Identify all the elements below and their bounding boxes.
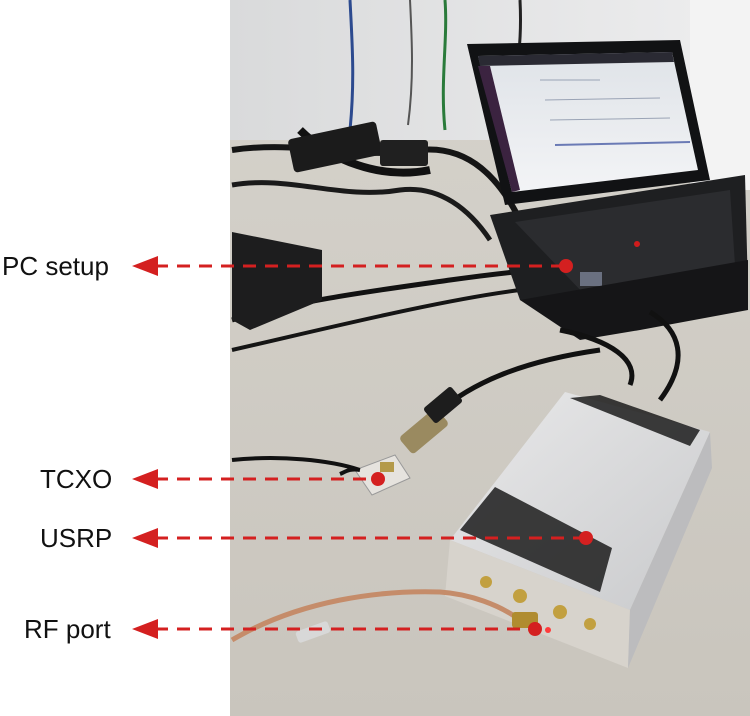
laptop-stand <box>520 260 748 340</box>
power-strip <box>288 121 382 173</box>
annotation-pc-setup <box>132 256 573 276</box>
dot-icon <box>528 622 542 636</box>
dot-icon <box>579 531 593 545</box>
sma-port <box>513 589 527 603</box>
label-usrp: USRP <box>40 523 113 553</box>
laptop-sticker <box>580 272 602 286</box>
trackpoint <box>634 241 640 247</box>
annotation-tcxo <box>132 469 385 489</box>
sma-port <box>584 618 596 630</box>
dot-icon <box>371 472 385 486</box>
rf-cable <box>230 589 522 643</box>
arrowhead-icon <box>132 256 158 276</box>
usrp-top <box>450 392 710 610</box>
closed-laptop <box>232 232 322 330</box>
label-tcxo: TCXO <box>40 464 113 494</box>
usrp-fins-back <box>570 395 700 446</box>
usrp-front <box>445 540 630 668</box>
label-rf-port: RF port <box>24 614 111 644</box>
label-pc-setup: PC setup <box>2 251 109 281</box>
arrowhead-icon <box>132 469 158 489</box>
annotation-rf-port <box>132 619 542 639</box>
sma-port <box>480 576 492 588</box>
sma-port <box>553 605 567 619</box>
arrowhead-icon <box>132 619 158 639</box>
led <box>545 627 551 633</box>
dot-icon <box>559 259 573 273</box>
annotation-usrp <box>132 528 593 548</box>
laptop-screen <box>478 52 698 192</box>
arrowhead-icon <box>132 528 158 548</box>
power-brick <box>380 140 428 166</box>
usrp-side <box>628 432 712 668</box>
left-margin <box>0 0 230 716</box>
